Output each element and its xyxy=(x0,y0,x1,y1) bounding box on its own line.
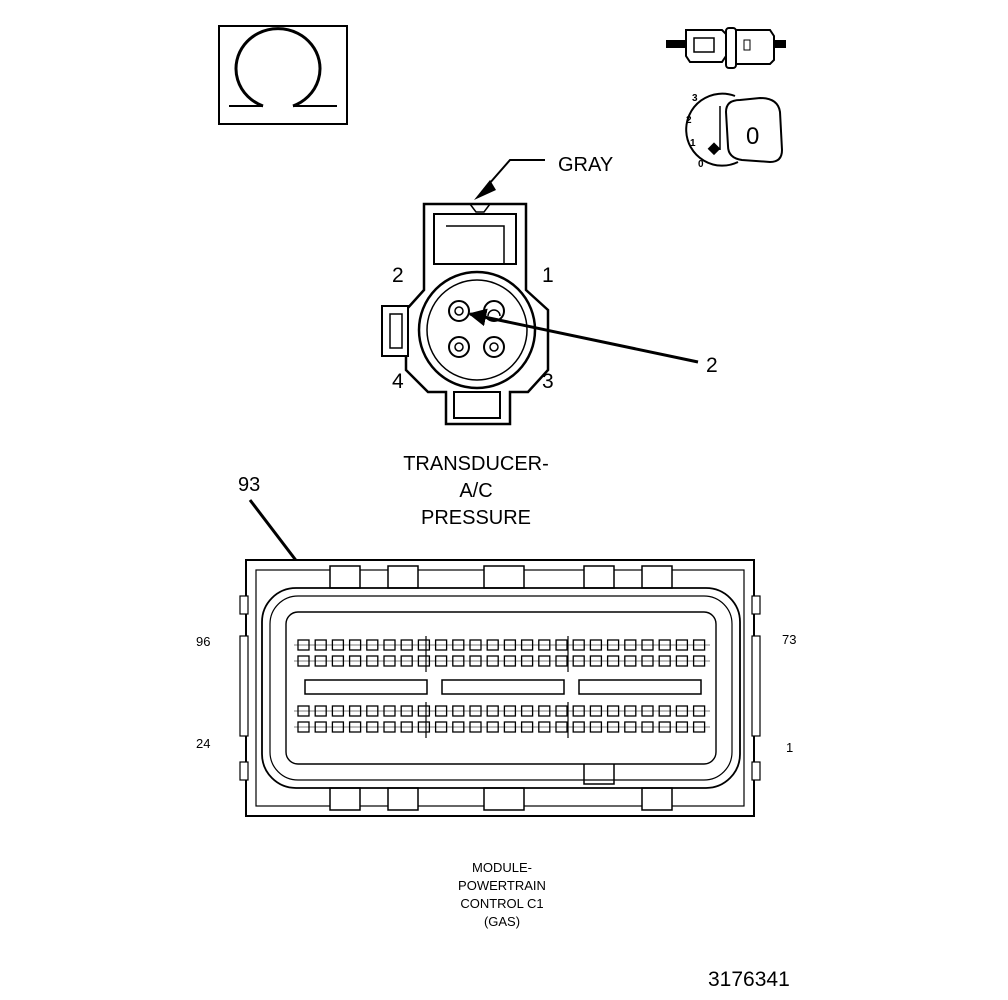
transducer-cavity-2 xyxy=(448,300,470,322)
pcm-bottom-tab xyxy=(583,761,615,785)
transducer-title-line-3: PRESSURE xyxy=(421,507,531,529)
pcm-bottom-tab xyxy=(641,787,673,811)
pcm-top-tab xyxy=(483,565,525,589)
pcm-top-tab xyxy=(387,565,419,589)
module-title-line-4: (GAS) xyxy=(484,914,520,929)
module-callout: 93 xyxy=(238,474,260,496)
key-letter: 0 xyxy=(746,123,759,150)
callout-arrow-2 xyxy=(468,308,699,364)
pcm-bottom-tab xyxy=(387,787,419,811)
key-position-2: 2 xyxy=(686,115,692,126)
wire-color-label: GRAY xyxy=(558,154,613,176)
transducer-callout: 2 xyxy=(706,354,718,377)
transducer-title-line-2: A/C xyxy=(459,480,492,502)
pcm-top-tab xyxy=(583,565,615,589)
transducer-cavity-4 xyxy=(448,336,470,358)
pcm-top-tab xyxy=(329,565,361,589)
module-title-line-1: MODULE- xyxy=(472,860,532,875)
pcm-bottom-tab xyxy=(329,787,361,811)
key-position-0: 0 xyxy=(698,159,704,170)
pcm-pin-label-1: 1 xyxy=(786,740,793,755)
key-position-3: 3 xyxy=(692,93,698,104)
connector-icon xyxy=(666,27,786,69)
transducer-title-line-1: TRANSDUCER- xyxy=(403,453,549,475)
pin-label-4: 4 xyxy=(392,370,404,393)
transducer-connector: GRAY 2 1 4 3 xyxy=(381,154,718,426)
ohmmeter-icon xyxy=(218,25,348,125)
pcm-pin-label-24: 24 xyxy=(196,736,210,751)
pcm-pin-label-96: 96 xyxy=(196,634,210,649)
module-title-line-2: POWERTRAIN xyxy=(458,878,546,893)
ignition-key-icon: 0 3 2 1 0 xyxy=(685,92,784,170)
figure-number: 3176341 xyxy=(708,968,790,991)
pin-label-2: 2 xyxy=(392,264,404,287)
pcm-top-tab xyxy=(641,565,673,589)
pin-label-3: 3 xyxy=(542,370,554,393)
pin-label-1: 1 xyxy=(542,264,554,287)
transducer-cavity-3 xyxy=(483,336,505,358)
key-position-1: 1 xyxy=(690,138,696,149)
pcm-pin-label-73: 73 xyxy=(782,632,796,647)
pcm-connector: 93 96 73 24 1 xyxy=(196,474,796,817)
module-title-line-3: CONTROL C1 xyxy=(460,896,543,911)
pcm-bottom-tab xyxy=(483,787,525,811)
